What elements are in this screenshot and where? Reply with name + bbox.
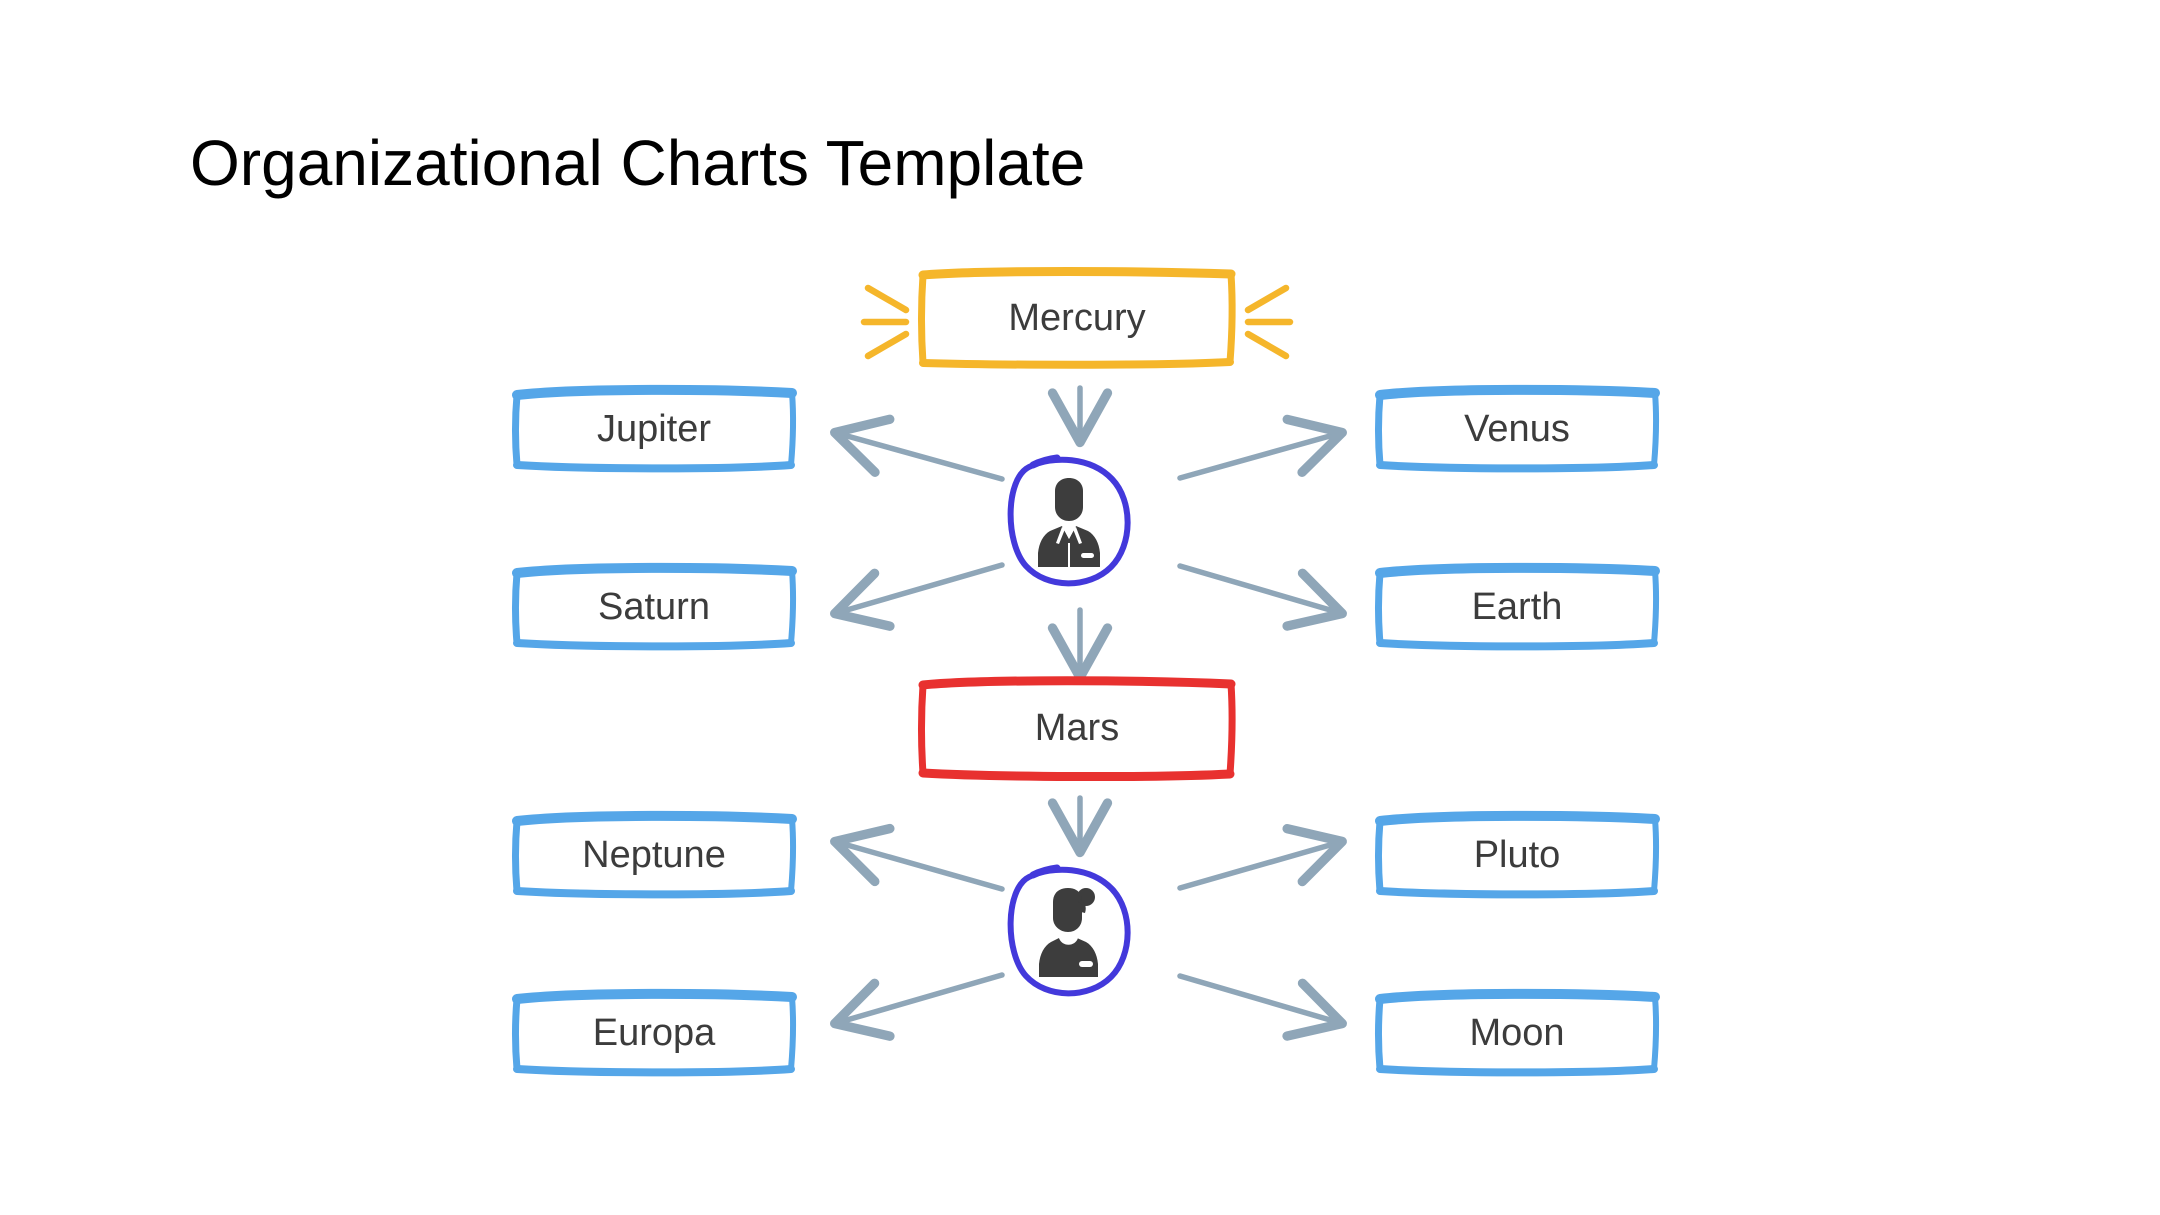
node-earth[interactable]: Earth bbox=[1375, 562, 1660, 651]
jupiter-box-frame bbox=[512, 384, 797, 473]
connector-manager-to-earth bbox=[1177, 563, 1347, 631]
node-saturn-label: Saturn bbox=[598, 585, 710, 628]
moon-box-frame bbox=[1375, 988, 1660, 1077]
connector-manager-to-jupiter bbox=[830, 414, 1005, 482]
connector-manager-to-saturn bbox=[830, 562, 1005, 631]
node-mercury[interactable]: Mercury bbox=[918, 267, 1236, 369]
europa-box-frame bbox=[512, 988, 797, 1077]
node-moon[interactable]: Moon bbox=[1375, 988, 1660, 1077]
node-mercury-label: Mercury bbox=[1008, 296, 1146, 339]
mercury-box-frame bbox=[918, 267, 1236, 369]
neptune-box-frame bbox=[512, 810, 797, 899]
connector-manager2-to-europa bbox=[830, 972, 1005, 1041]
connector-manager2-to-pluto bbox=[1177, 824, 1347, 891]
node-venus[interactable]: Venus bbox=[1375, 384, 1660, 473]
node-neptune[interactable]: Neptune bbox=[512, 810, 797, 899]
node-mars[interactable]: Mars bbox=[918, 676, 1236, 782]
node-mars-label: Mars bbox=[1034, 706, 1120, 749]
businesswoman-avatar-icon bbox=[1007, 864, 1131, 997]
node-europa[interactable]: Europa bbox=[512, 988, 797, 1077]
pluto-box-frame bbox=[1375, 810, 1660, 899]
node-pluto[interactable]: Pluto bbox=[1375, 810, 1660, 899]
connector-manager2-to-moon bbox=[1177, 973, 1347, 1041]
node-earth-label: Earth bbox=[1471, 585, 1563, 628]
page-title: Organizational Charts Template bbox=[190, 127, 1086, 199]
node-venus-label: Venus bbox=[1464, 407, 1570, 450]
connector-manager-to-venus bbox=[1177, 414, 1347, 481]
node-neptune-label: Neptune bbox=[582, 833, 726, 876]
node-manager-bottom[interactable] bbox=[993, 855, 1145, 1007]
node-manager-top[interactable] bbox=[993, 445, 1145, 597]
node-europa-label: Europa bbox=[592, 1011, 716, 1054]
node-moon-label: Moon bbox=[1469, 1011, 1565, 1054]
shine-rays-left-icon bbox=[860, 284, 910, 360]
shine-rays-right-icon bbox=[1244, 284, 1294, 360]
connector-manager2-to-neptune bbox=[830, 823, 1005, 892]
venus-box-frame bbox=[1375, 384, 1660, 473]
earth-box-frame bbox=[1375, 562, 1660, 651]
businessman-avatar-icon bbox=[1007, 454, 1131, 587]
node-saturn[interactable]: Saturn bbox=[512, 562, 797, 651]
node-jupiter-label: Jupiter bbox=[596, 407, 712, 450]
node-pluto-label: Pluto bbox=[1473, 833, 1561, 876]
node-jupiter[interactable]: Jupiter bbox=[512, 384, 797, 473]
saturn-box-frame bbox=[512, 562, 797, 651]
